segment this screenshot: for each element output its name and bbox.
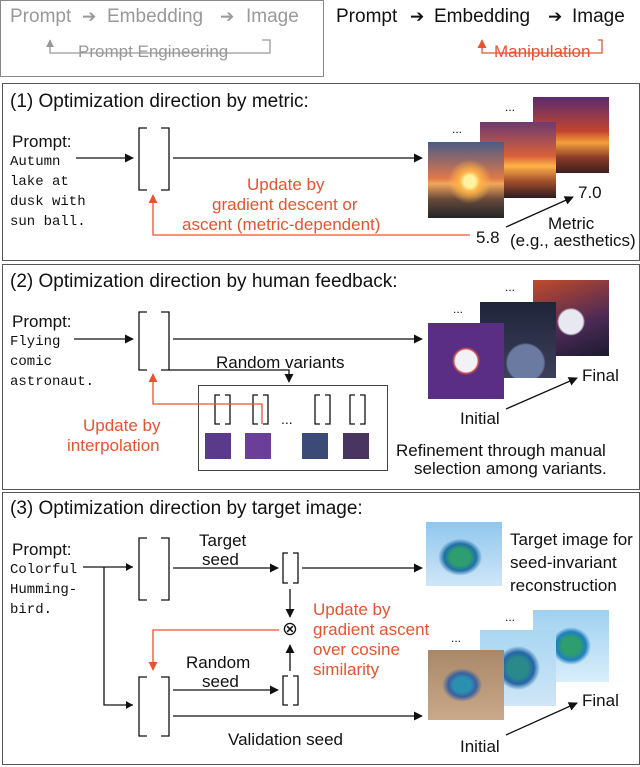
header-right-image: Image — [572, 6, 625, 27]
panel2-final-label: Final — [582, 366, 619, 385]
header-left-arrow-1: ➔ — [82, 7, 97, 26]
panel3-final-label: Final — [582, 691, 619, 710]
panel3-update-line-3: over cosine — [313, 640, 400, 659]
panel3-bracket-bottom-right — [161, 676, 170, 737]
prompt-engineering-label: Prompt Engineering — [78, 42, 229, 61]
panel1-update-line-2: gradient descent or — [212, 195, 358, 214]
lake-image-1 — [428, 142, 504, 218]
prompt-engineering-box — [0, 0, 324, 77]
target-caption-line-3: reconstruction — [510, 576, 617, 595]
panel1-prompt-line-3: dusk with — [10, 194, 86, 210]
target-caption-line-2: seed-invariant — [510, 553, 617, 572]
panel3-ellipsis-1: ... — [451, 631, 462, 645]
panel1-prompt-line-4: sun ball. — [10, 214, 86, 230]
header-right-prompt: Prompt — [336, 6, 398, 27]
panel1-bracket-right — [161, 127, 170, 191]
target-caption-line-1: Target image for — [510, 530, 633, 549]
otimes-symbol: ⊗ — [282, 619, 298, 640]
validation-seed-label: Validation seed — [228, 730, 343, 749]
variant-thumb-3 — [302, 433, 328, 459]
panel1-title: (1) Optimization direction by metric: — [10, 91, 309, 112]
prompt-engineering-loop — [46, 39, 271, 54]
variant-thumb-4 — [343, 433, 369, 459]
panel3-prompt-line-3: bird. — [10, 602, 53, 618]
panel3-bracket-top-left — [138, 537, 147, 601]
panel1-prompt-line-1: Autumn — [10, 154, 61, 170]
panel2-bracket-right — [161, 311, 170, 371]
header-left-arrow-2: ➔ — [220, 7, 235, 26]
header-right-arrow-1: ➔ — [410, 7, 425, 26]
panel3-prompt-label: Prompt: — [12, 540, 72, 559]
panel2-ellipsis-1: ... — [453, 302, 464, 316]
panel2-update-line-1: Update by — [83, 416, 161, 435]
header-left-embedding: Embedding — [107, 6, 204, 27]
random-seed-line-2: seed — [202, 672, 239, 691]
panel3-prompt-split — [83, 566, 133, 706]
target-seed-line-2: seed — [202, 550, 239, 569]
variants-ellipsis: ... — [281, 411, 293, 427]
target-embed-bracket-right — [293, 552, 299, 584]
panel3-bracket-top-right — [161, 537, 170, 601]
panel1-ellipsis-2: ... — [505, 100, 516, 114]
panel1-update-line-3: ascent (metric-dependent) — [182, 215, 381, 234]
panel1-prompt-label: Prompt: — [12, 132, 72, 151]
panel1-bracket-left — [138, 127, 147, 191]
panel2-prompt-line-2: comic — [10, 354, 53, 370]
random-embed-bracket-right — [293, 675, 299, 706]
panel3-title: (3) Optimization direction by target ima… — [10, 498, 363, 519]
hummingbird-image-1 — [428, 650, 504, 720]
panel3-update-line-1: Update by — [313, 600, 391, 619]
panel2-prompt-label: Prompt: — [12, 312, 72, 331]
metric-value-low: 5.8 — [476, 228, 500, 247]
panel3-initial-label: Initial — [460, 737, 500, 756]
metric-value-high: 7.0 — [578, 183, 602, 202]
refinement-line-2: selection among variants. — [414, 459, 607, 478]
variants-box — [198, 385, 388, 471]
panel3-prompt-line-1: Colorful — [10, 562, 78, 578]
header-right-arrow-2: ➔ — [548, 7, 563, 26]
panel2-prompt-line-3: astronaut. — [10, 374, 95, 390]
panel3-update-line-2: gradient ascent — [313, 620, 430, 639]
header-left-prompt: Prompt — [10, 6, 72, 27]
target-embed-bracket-left — [282, 552, 288, 584]
panel3-update-loop — [148, 629, 279, 671]
panel2-final-arrow — [505, 377, 578, 410]
metric-example: (e.g., aesthetics) — [510, 231, 636, 250]
target-hummingbird-image — [426, 522, 502, 586]
metric-label: Metric — [548, 214, 595, 233]
target-seed-line-1: Target — [199, 531, 247, 550]
panel2-update-loop — [148, 373, 263, 424]
panel1-update-line-1: Update by — [247, 175, 325, 194]
refinement-line-1: Refinement through manual — [396, 441, 606, 460]
panel3-prompt-line-2: Humming- — [10, 582, 78, 598]
random-variants-label: Random variants — [216, 353, 345, 372]
metric-arrow — [505, 196, 574, 228]
manipulation-loop — [477, 39, 603, 54]
panel1-update-loop — [148, 194, 470, 236]
panel3-final-arrow — [505, 702, 578, 736]
manipulation-label: Manipulation — [494, 42, 591, 61]
panel2-ellipsis-2: ... — [505, 280, 516, 294]
panel2-update-line-2: interpolation — [67, 436, 160, 455]
panel3-ellipsis-2: ... — [505, 610, 516, 624]
panel1-prompt-line-2: lake at — [10, 174, 69, 190]
panel3-update-line-4: similarity — [313, 660, 380, 679]
random-seed-line-1: Random — [186, 653, 251, 672]
header-left-image: Image — [246, 6, 299, 27]
panel2-prompt-line-1: Flying — [10, 334, 61, 350]
panel2-bracket-left — [138, 311, 147, 371]
random-embed-bracket-left — [282, 675, 288, 706]
panel2-title: (2) Optimization direction by human feed… — [10, 271, 398, 292]
panel1-ellipsis-1: ... — [452, 122, 463, 136]
random-variants-arrow — [169, 369, 294, 383]
panel2-initial-label: Initial — [460, 409, 500, 428]
variant-thumb-2 — [245, 433, 271, 459]
panel3-bracket-bottom-left — [138, 676, 147, 737]
header-right-embedding: Embedding — [434, 6, 531, 27]
variant-thumb-1 — [205, 433, 231, 459]
astronaut-image-1 — [428, 323, 504, 399]
